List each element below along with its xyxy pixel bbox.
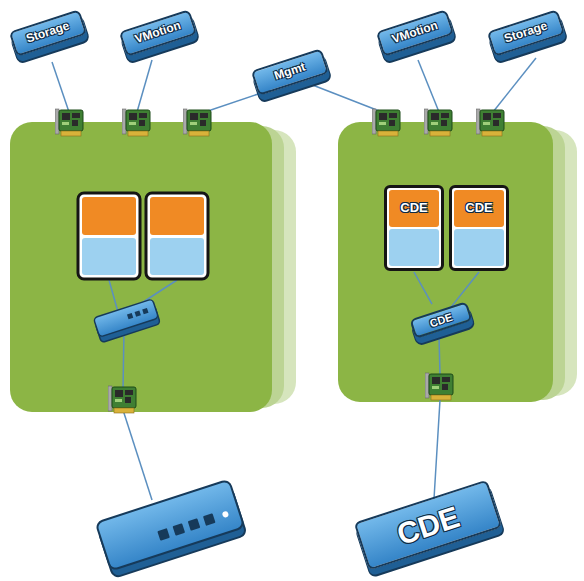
management-switch: Mgmt <box>251 48 329 96</box>
vm-app-layer: CDE <box>389 190 439 227</box>
storage-switch: Storage <box>9 9 87 57</box>
vmotion-switch: VMotion <box>376 9 454 57</box>
nic-card <box>122 109 150 136</box>
node-label: CDE <box>400 201 427 215</box>
host-box <box>10 122 272 412</box>
node-label: Storage <box>25 20 72 46</box>
node-label: VMotion <box>390 19 439 46</box>
node-label: CDE <box>393 500 463 551</box>
virtual-switch <box>93 299 160 343</box>
virtual-machine <box>146 193 208 279</box>
nic-card <box>476 109 504 136</box>
vm-os-layer <box>389 229 439 266</box>
wire <box>418 60 439 112</box>
wire <box>123 330 124 390</box>
wire <box>52 62 69 112</box>
nic-card <box>183 109 211 136</box>
wire <box>123 410 152 500</box>
cde-virtual-switch: CDE <box>409 301 472 339</box>
storage-switch: Storage <box>487 9 565 57</box>
nic-card <box>108 386 136 413</box>
nic-card <box>372 109 400 136</box>
vmotion-switch: VMotion <box>119 9 197 57</box>
node-label: VMotion <box>133 19 182 46</box>
wire-group <box>52 58 536 500</box>
vm-app-layer: CDE <box>454 190 504 227</box>
cde-virtual-machine: CDE <box>449 185 509 271</box>
host-box <box>338 122 553 402</box>
nic-card <box>424 109 452 136</box>
node-label: CDE <box>465 201 492 215</box>
physical-switch <box>96 480 247 578</box>
cde-physical-switch: CDE <box>354 480 503 571</box>
cde-virtual-machine: CDE <box>384 185 444 271</box>
wire <box>493 58 536 112</box>
node-label: Storage <box>503 20 550 46</box>
node-label: Mgmt <box>273 61 308 83</box>
nic-card <box>425 373 453 400</box>
network-link <box>434 337 440 499</box>
wire <box>137 60 152 112</box>
node-label: CDE <box>428 311 454 330</box>
vm-os-layer <box>454 229 504 266</box>
nic-card <box>55 109 83 136</box>
network-link <box>414 272 432 304</box>
wire <box>109 280 118 312</box>
virtual-machine <box>78 193 140 279</box>
